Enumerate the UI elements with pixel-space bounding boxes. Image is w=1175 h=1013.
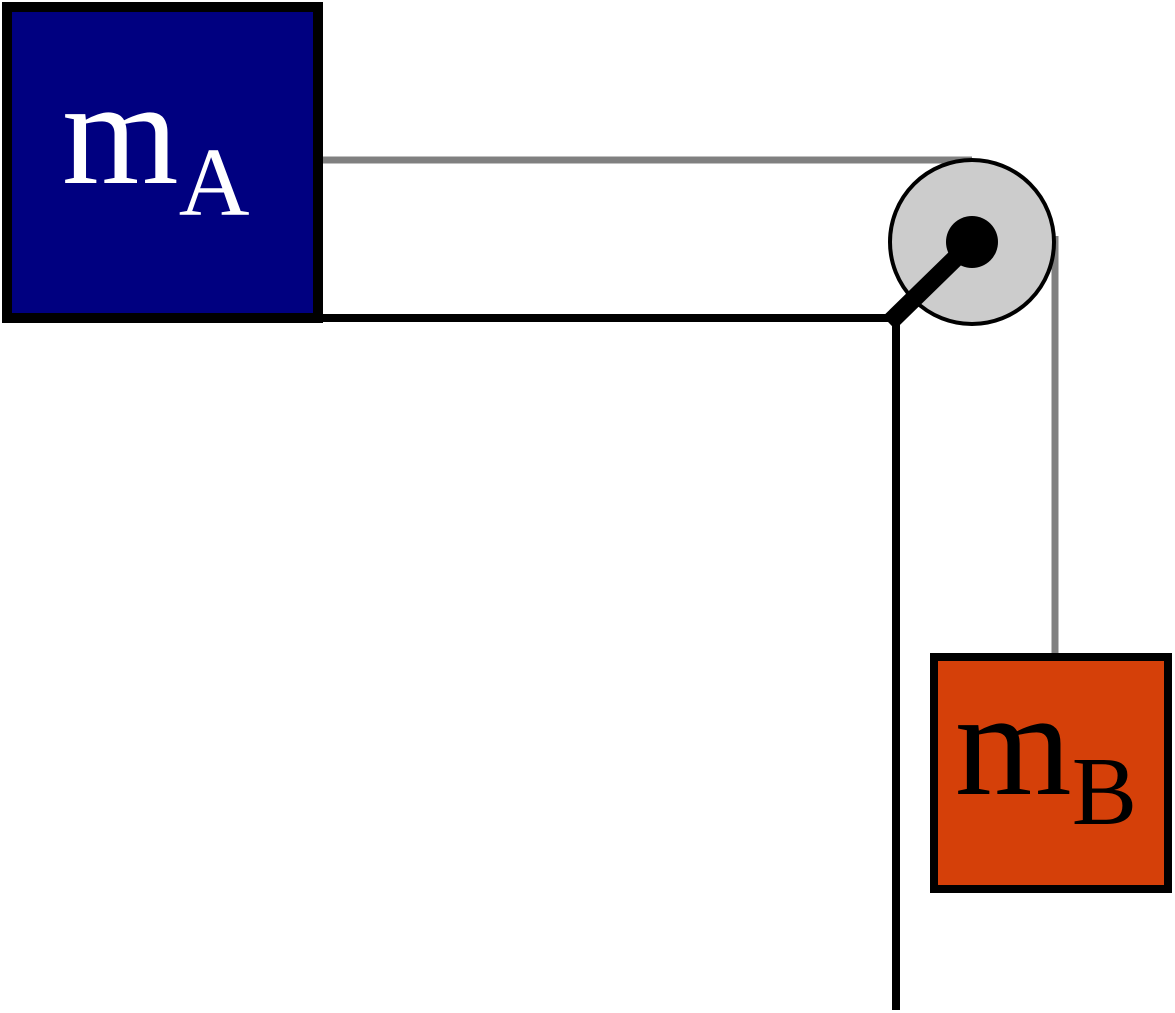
block-b-symbol: m [955,661,1072,827]
block-b-subscript: B [1072,738,1137,846]
block-b-label: mB [955,661,1137,846]
block-b: mB [930,653,1172,893]
pulley-axle [946,216,998,268]
block-b-box [930,653,1172,893]
block-a-symbol: m [62,50,179,216]
block-a-subscript: A [179,129,250,237]
block-a: mA [2,2,323,323]
block-a-box [2,2,323,323]
block-a-label: mA [62,50,250,237]
